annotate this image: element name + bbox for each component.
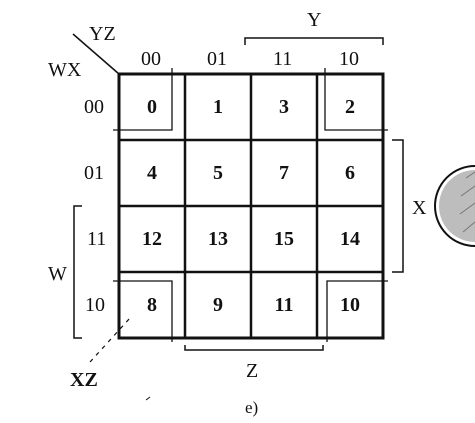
- col-header-10: 10: [339, 48, 359, 70]
- row-header-00: 00: [84, 96, 104, 118]
- cell-m15: 15: [274, 227, 294, 250]
- cell-m6: 6: [345, 161, 355, 184]
- col-header-11: 11: [273, 48, 293, 70]
- col-header-00: 00: [141, 48, 161, 70]
- partial-circle-fill: [439, 170, 475, 242]
- cell-m4: 4: [147, 161, 157, 184]
- y-bracket: [244, 37, 384, 45]
- cell-m2: 2: [345, 95, 355, 118]
- circle-hatch: [465, 171, 475, 179]
- cell-m3: 3: [279, 95, 289, 118]
- circle-hatch: [459, 202, 475, 215]
- cell-m9: 9: [213, 293, 223, 316]
- col-header-01: 01: [207, 48, 227, 70]
- variable-z-label: Z: [246, 360, 259, 382]
- variable-y-label: Y: [307, 9, 322, 31]
- cell-m11: 11: [274, 293, 294, 316]
- cell-m10: 10: [340, 293, 360, 316]
- variable-x-label: X: [412, 197, 427, 219]
- group-loop-cell-0: [113, 68, 173, 131]
- cell-m1: 1: [213, 95, 223, 118]
- circle-hatch: [460, 185, 475, 197]
- w-bracket: [73, 205, 82, 339]
- cell-m8: 8: [147, 293, 157, 316]
- cell-m12: 12: [142, 227, 162, 250]
- z-bracket: [184, 345, 324, 351]
- corner-row-vars-label: WX: [48, 59, 82, 81]
- cell-m7: 7: [279, 161, 289, 184]
- group-label-xz: XZ: [70, 369, 98, 391]
- cell-m5: 5: [213, 161, 223, 184]
- cell-m0: 0: [147, 95, 157, 118]
- group-loop-cell-8: [113, 280, 173, 342]
- variable-w-label: W: [48, 263, 67, 285]
- group-loop-cell-10: [326, 280, 388, 342]
- cell-m13: 13: [208, 227, 228, 250]
- cell-m14: 14: [340, 227, 360, 250]
- stray-mark: [145, 396, 151, 401]
- row-header-11: 11: [87, 228, 107, 250]
- corner-diagonal: [72, 33, 120, 75]
- group-loop-cell-2: [324, 68, 388, 131]
- figure-caption: e): [245, 398, 259, 417]
- partial-circle-edge: [434, 165, 475, 247]
- x-bracket: [392, 139, 404, 273]
- row-header-10: 10: [85, 294, 105, 316]
- circle-hatch: [462, 221, 475, 233]
- corner-col-vars-label: YZ: [89, 23, 116, 45]
- row-header-01: 01: [84, 162, 104, 184]
- group-pointer-line: [89, 317, 131, 363]
